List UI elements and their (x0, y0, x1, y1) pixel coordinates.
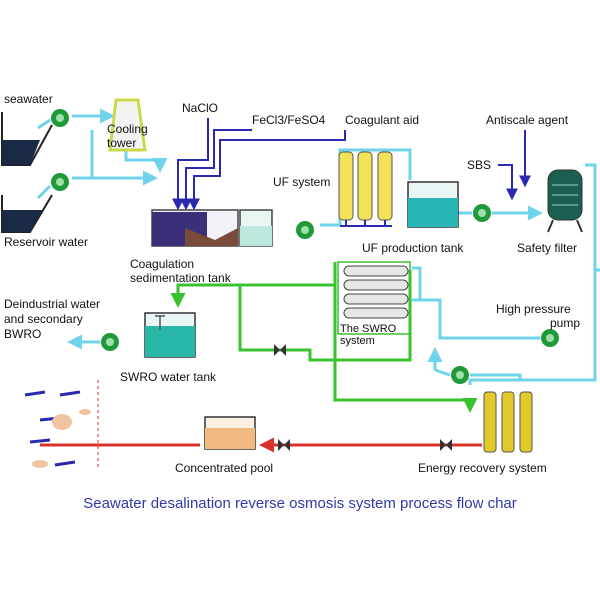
diagram-caption: Seawater desalination reverse osmosis sy… (83, 495, 517, 512)
label-swro-system-2: system (340, 335, 375, 347)
reservoir-basin (1, 194, 53, 233)
feed-pipes (36, 108, 600, 385)
high-pressure-pump[interactable] (541, 329, 559, 347)
label-naclo: NaClO (182, 101, 218, 115)
label-coagulant-aid: Coagulant aid (345, 113, 419, 127)
label-antiscale: Antiscale agent (486, 113, 569, 127)
label-high-pressure-1: High pressure (496, 302, 571, 316)
label-reservoir-water: Reservoir water (4, 235, 88, 249)
reservoir-pump[interactable] (51, 173, 69, 191)
label-deindustrial-3: BWRO (4, 327, 41, 341)
cooling-tower (108, 98, 147, 152)
uf-system-unit (338, 151, 393, 227)
label-uf-production-tank: UF production tank (362, 241, 464, 255)
sea-outfall (24, 380, 99, 470)
uf-product-pump[interactable] (473, 204, 491, 222)
uf-feed-pump[interactable] (296, 221, 314, 239)
label-high-pressure-2: pump (550, 316, 580, 330)
label-concentrated-pool: Concentrated pool (175, 461, 273, 475)
product-valve[interactable] (274, 344, 286, 356)
energy-recovery-unit (483, 391, 533, 453)
seawater-basin (1, 112, 53, 166)
brine-valve-2[interactable] (440, 439, 452, 451)
label-seawater: seawater (4, 92, 53, 106)
seawater-pump[interactable] (51, 109, 69, 127)
label-sbs: SBS (467, 158, 491, 172)
brine-valve-1[interactable] (278, 439, 290, 451)
swro-water-tank (144, 312, 196, 358)
label-swro-system-1: The SWRO (340, 323, 397, 335)
label-deindustrial-1: Deindustrial water (4, 297, 100, 311)
dosing-lines (172, 118, 531, 211)
concentrated-pool (204, 416, 256, 450)
label-coag-tank-1: Coagulation (130, 257, 194, 271)
swro-system-unit (337, 261, 411, 335)
label-energy-recovery: Energy recovery system (418, 461, 547, 475)
product-pipes (170, 262, 478, 413)
swro-product-pump[interactable] (101, 333, 119, 351)
label-fecl3: FeCl3/FeSO4 (252, 113, 326, 127)
label-cooling-tower-1: Cooling (107, 122, 148, 136)
label-swro-water-tank: SWRO water tank (120, 370, 217, 384)
safety-filter (547, 169, 583, 233)
booster-pump[interactable] (451, 366, 469, 384)
coagulation-sedimentation-tank (151, 209, 273, 247)
label-safety-filter: Safety filter (517, 241, 577, 255)
label-uf-system: UF system (273, 175, 330, 189)
label-coag-tank-2: sedimentation tank (130, 271, 232, 285)
label-deindustrial-2: and secondary (4, 312, 83, 326)
label-cooling-tower-2: tower (107, 136, 136, 150)
uf-production-tank (407, 181, 459, 228)
